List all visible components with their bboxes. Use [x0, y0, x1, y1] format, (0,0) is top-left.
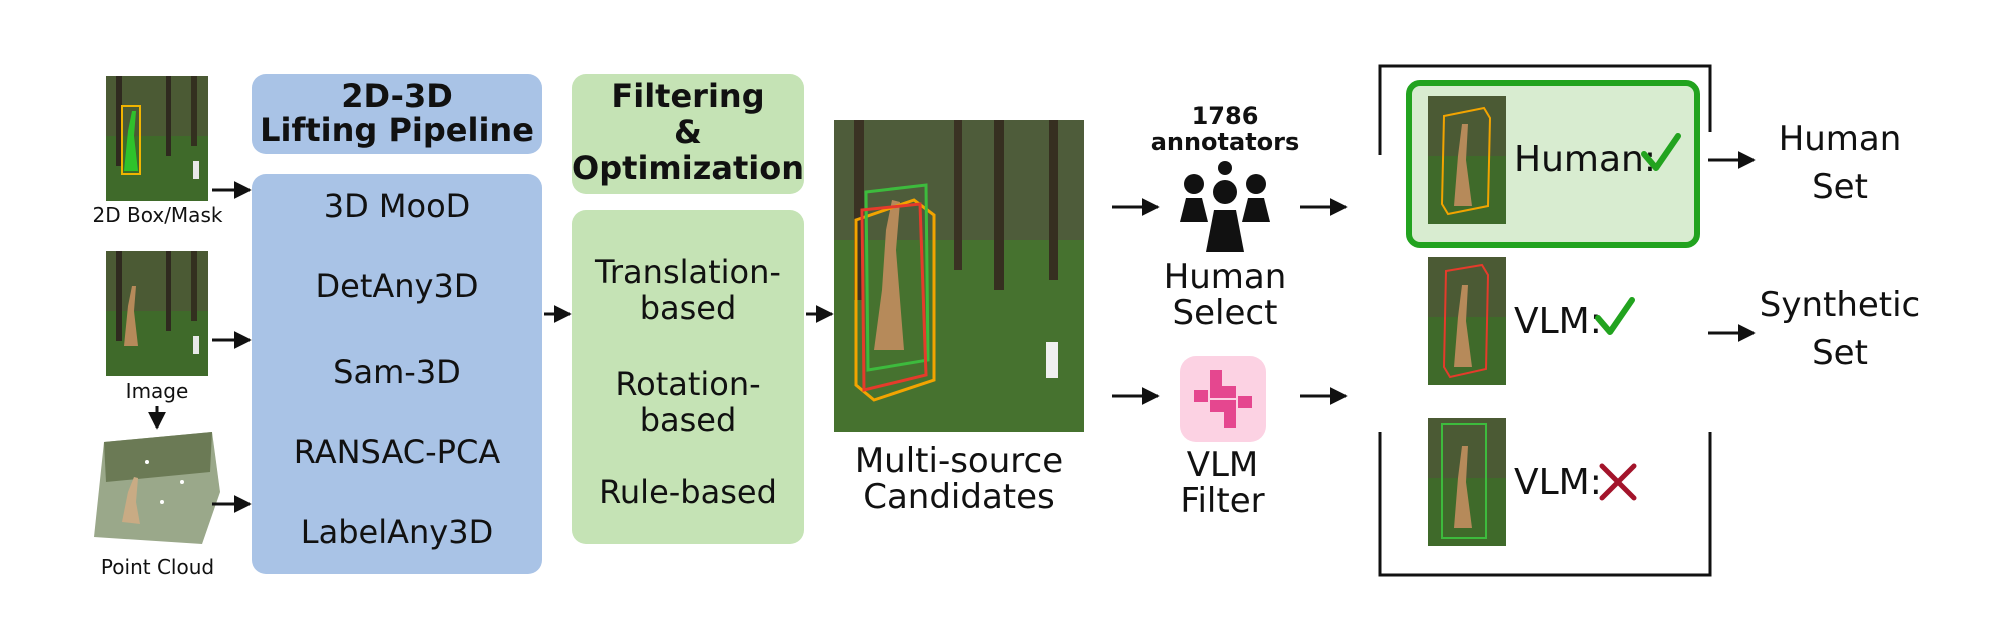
human-set-line1: Human — [1778, 119, 1902, 159]
input-box-mask-image — [106, 76, 208, 201]
filtering-title-line2: & — [674, 113, 702, 151]
filtering-method: based — [639, 401, 737, 439]
lifting-method: LabelAny3D — [300, 513, 494, 551]
vlm-filter-line1: VLM — [1186, 445, 1259, 485]
people-group-icon — [1180, 160, 1270, 252]
lifting-method: DetAny3D — [315, 267, 479, 305]
lifting-title-line2: Lifting Pipeline — [260, 111, 534, 149]
synthetic-set-line2: Set — [1812, 333, 1868, 373]
annotators-count: 1786 — [1191, 102, 1259, 130]
result-human-image — [1428, 96, 1506, 224]
input-image — [106, 251, 208, 376]
image-label: Image — [125, 379, 189, 403]
candidates-line1: Multi-source — [854, 441, 1064, 481]
lifting-method: 3D MooD — [323, 187, 471, 225]
lifting-title-line1: 2D-3D — [341, 77, 453, 115]
human-select-line2: Select — [1172, 293, 1278, 333]
input-point-cloud — [92, 432, 222, 547]
check-icon — [1594, 296, 1636, 338]
box-mask-label: 2D Box/Mask — [92, 203, 223, 227]
result-human-label: Human: — [1514, 139, 1656, 180]
synthetic-set-line1: Synthetic — [1759, 285, 1921, 325]
vlm-filter-icon — [1180, 356, 1266, 442]
cross-icon — [1598, 462, 1638, 502]
lifting-methods-box: 3D MooD DetAny3D Sam-3D RANSAC-PCA Label… — [252, 174, 542, 574]
filtering-title-line1: Filtering — [611, 77, 765, 115]
lifting-method: RANSAC-PCA — [293, 433, 501, 471]
result-vlm-accept-label: VLM: — [1514, 301, 1602, 342]
filtering-method: Rule-based — [599, 473, 777, 511]
lifting-method: Sam-3D — [333, 353, 461, 391]
check-icon — [1640, 132, 1682, 174]
filtering-method: Translation- — [595, 253, 781, 291]
filtering-method: Rotation- — [615, 365, 761, 403]
bottom-bracket — [1378, 432, 1712, 577]
result-vlm-reject-label: VLM: — [1514, 462, 1602, 503]
top-bracket — [1378, 64, 1712, 155]
vlm-filter-line2: Filter — [1180, 481, 1265, 521]
annotators-label: annotators — [1150, 128, 1300, 156]
candidates-line2: Candidates — [863, 477, 1055, 517]
filtering-methods-box: Translation- based Rotation- based Rule-… — [572, 210, 804, 544]
result-vlm-image-reject — [1428, 418, 1506, 546]
human-select-line1: Human — [1163, 257, 1287, 297]
human-set-line2: Set — [1812, 167, 1868, 207]
result-vlm-image-accept — [1428, 257, 1506, 385]
lifting-title-box: 2D-3D Lifting Pipeline — [252, 74, 542, 154]
filtering-title-line3: Optimization — [572, 149, 804, 187]
filtering-method: based — [639, 289, 737, 327]
candidates-image — [834, 120, 1084, 432]
filtering-title-box: Filtering & Optimization — [572, 74, 804, 194]
point-cloud-label: Point Cloud — [100, 555, 215, 579]
